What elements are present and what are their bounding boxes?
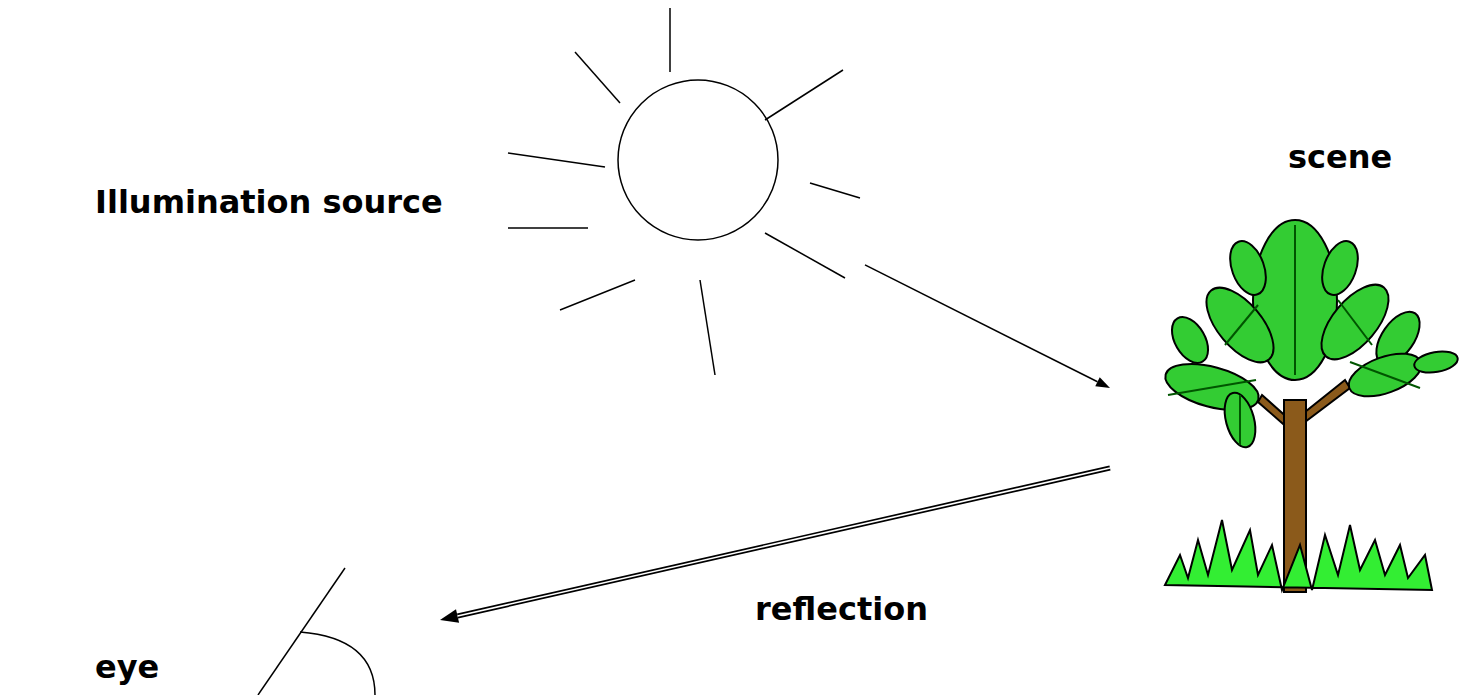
edge-label: reflection xyxy=(755,590,928,628)
node-label: Illumination source xyxy=(95,183,443,221)
scene-object: scene xyxy=(1110,130,1455,595)
eye-symbol xyxy=(258,568,375,695)
viewer-eye: eye xyxy=(80,560,440,695)
sun-symbol xyxy=(508,8,860,375)
node-label: scene xyxy=(1288,138,1392,176)
node-label: eye xyxy=(95,648,159,686)
light-source: Illumination source xyxy=(505,5,865,380)
tree-picture xyxy=(1160,220,1459,592)
light-arrow xyxy=(865,265,1110,388)
